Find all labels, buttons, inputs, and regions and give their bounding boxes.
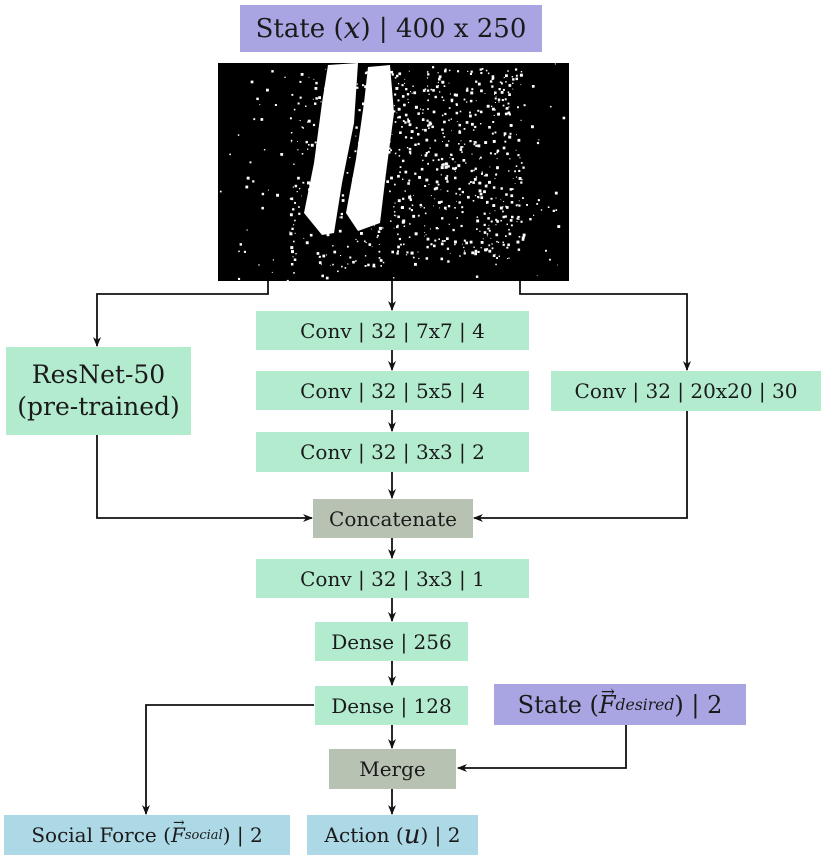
- state-f-var: F: [599, 681, 616, 718]
- state-image: [218, 63, 569, 281]
- resnet-label-line1: ResNet-50: [31, 359, 166, 389]
- action-prefix: Action (: [324, 823, 404, 847]
- dense256-label: Dense | 256: [331, 629, 452, 654]
- state-x-suffix: ) | 400 x 250: [360, 13, 527, 44]
- conv-side-layer: Conv | 32 | 20x20 | 30: [551, 371, 821, 411]
- action-output: Action (u) | 2: [307, 815, 478, 855]
- action-var: u: [403, 820, 421, 850]
- concatenate-label: Concatenate: [329, 506, 457, 531]
- social-prefix: Social Force (: [31, 823, 171, 847]
- conv1-label: Conv | 32 | 7x7 | 4: [300, 318, 485, 343]
- resnet-layer: ResNet-50 (pre-trained): [6, 347, 191, 435]
- dense256-layer: Dense | 256: [315, 622, 468, 661]
- social-var: F: [171, 815, 185, 847]
- conv3-layer: Conv | 32 | 3x3 | 2: [256, 432, 529, 472]
- social-suffix: ) | 2: [222, 823, 263, 847]
- state-x-var: x: [343, 11, 361, 46]
- state-f-prefix: State (: [517, 690, 599, 719]
- conv2-layer: Conv | 32 | 5x5 | 4: [256, 371, 529, 410]
- state-x-prefix: State (: [255, 13, 344, 44]
- conv4-label: Conv | 32 | 3x3 | 1: [300, 566, 485, 591]
- conv-side-label: Conv | 32 | 20x20 | 30: [574, 379, 798, 403]
- edge-image-to-conv-side: [519, 281, 691, 371]
- edge-state-f-to-merge: [457, 725, 627, 772]
- dense128-label: Dense | 128: [331, 693, 452, 718]
- edge-resnet-to-concat: [96, 435, 313, 522]
- action-suffix: ) | 2: [420, 823, 461, 847]
- conv2-label: Conv | 32 | 5x5 | 4: [300, 378, 485, 403]
- dense128-layer: Dense | 128: [315, 686, 468, 725]
- merge-label: Merge: [359, 757, 426, 781]
- merge-op: Merge: [329, 749, 456, 789]
- state-f-sub: desired: [615, 695, 675, 714]
- state-x-box: State (x) | 400 x 250: [240, 5, 542, 52]
- edge-conv-side-to-concat: [473, 411, 688, 522]
- state-f-suffix: ) | 2: [674, 690, 723, 719]
- social-sub: social: [184, 827, 223, 843]
- edge-image-to-resnet: [93, 281, 269, 347]
- concatenate-op: Concatenate: [313, 499, 473, 538]
- conv1-layer: Conv | 32 | 7x7 | 4: [256, 311, 529, 350]
- resnet-label-line2: (pre-trained): [17, 392, 180, 421]
- conv4-layer: Conv | 32 | 3x3 | 1: [256, 559, 529, 598]
- conv3-label: Conv | 32 | 3x3 | 2: [300, 440, 485, 464]
- edge-dense128-to-social: [142, 704, 314, 815]
